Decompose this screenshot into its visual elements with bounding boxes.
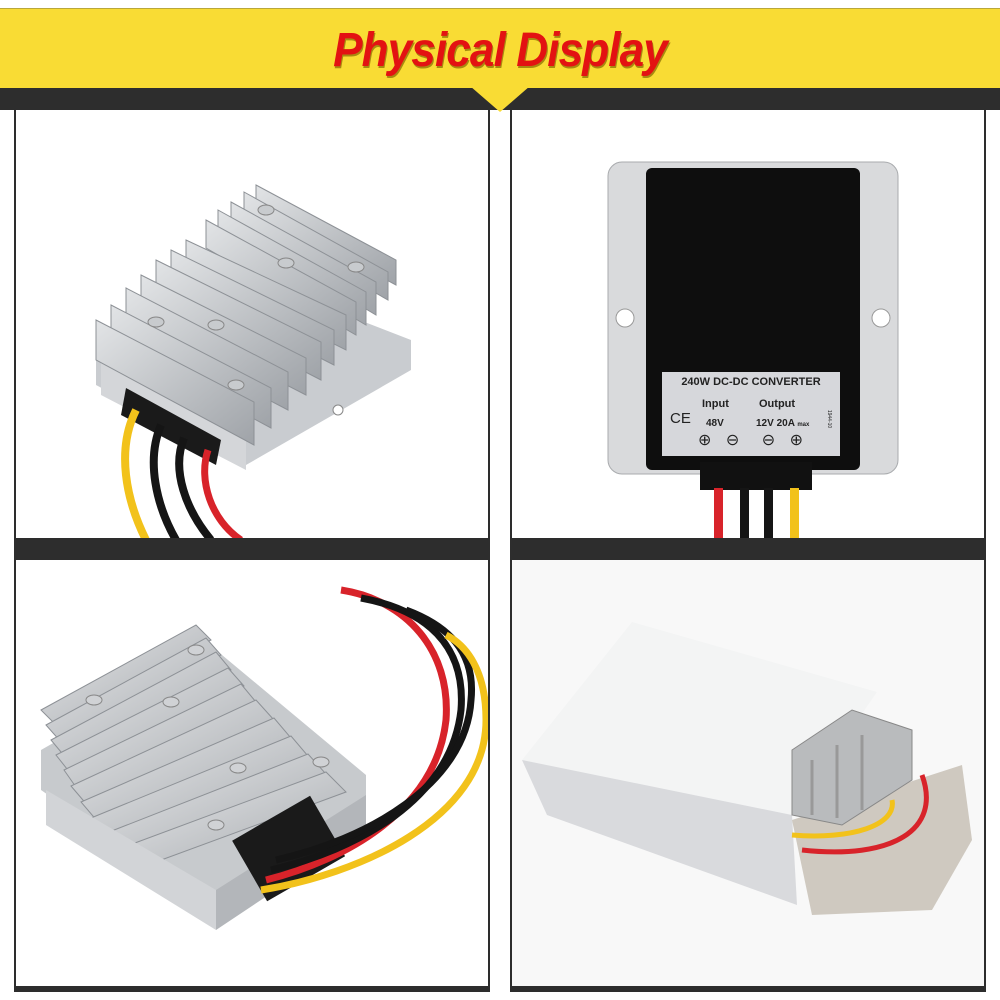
- terminal-symbols: ⊕ ⊖ ⊖ ⊕: [698, 430, 803, 450]
- converter-boxed-image: [522, 622, 972, 915]
- red-wire: [265, 586, 450, 884]
- output-heading: Output: [759, 398, 796, 410]
- minus-terminal-icon: ⊖: [761, 432, 776, 449]
- converter-wires-image: [40, 586, 488, 930]
- bottom-border-left: [14, 986, 490, 992]
- yellow-wire: [791, 799, 895, 839]
- plus-terminal-icon: ⊕: [698, 432, 712, 449]
- label-title: 240W DC-DC CONVERTER: [681, 376, 821, 388]
- row-divider-right: [510, 538, 986, 560]
- panel-top-right: 240W DC-DC CONVERTER CE Input 48V Output…: [510, 110, 986, 540]
- ce-mark: CE: [670, 410, 691, 427]
- black-wire: [149, 423, 180, 540]
- black-wire: [275, 606, 476, 864]
- row-divider-left: [14, 538, 490, 560]
- converter-bottom-image: [607, 161, 899, 540]
- header-banner: Physical Display: [0, 8, 1000, 89]
- red-wire: [801, 774, 929, 855]
- side-code: 1944-10: [826, 409, 833, 429]
- yellow-wire: [121, 408, 150, 540]
- yellow-wire: [790, 488, 799, 540]
- panel-bottom-right: [510, 560, 986, 986]
- yellow-wire: [260, 631, 488, 894]
- minus-terminal-icon: ⊖: [725, 432, 740, 449]
- black-wire: [175, 436, 215, 540]
- page-title: Physical Display: [333, 24, 668, 77]
- black-wire: [740, 488, 749, 540]
- converter-angled-image: [95, 184, 411, 540]
- plus-terminal-icon: ⊕: [789, 432, 803, 449]
- input-value: 48V: [706, 418, 724, 429]
- product-label: 240W DC-DC CONVERTER CE Input 48V Output…: [662, 372, 840, 456]
- panel-bottom-left: [14, 560, 490, 986]
- black-wire: [764, 488, 773, 540]
- bottom-border-right: [510, 986, 986, 992]
- red-wire: [714, 488, 723, 540]
- panel-top-left: [14, 110, 490, 540]
- banner-pointer: [470, 86, 530, 112]
- output-value: 12V 20A max: [756, 418, 810, 429]
- red-wire: [201, 448, 244, 540]
- input-heading: Input: [702, 398, 729, 410]
